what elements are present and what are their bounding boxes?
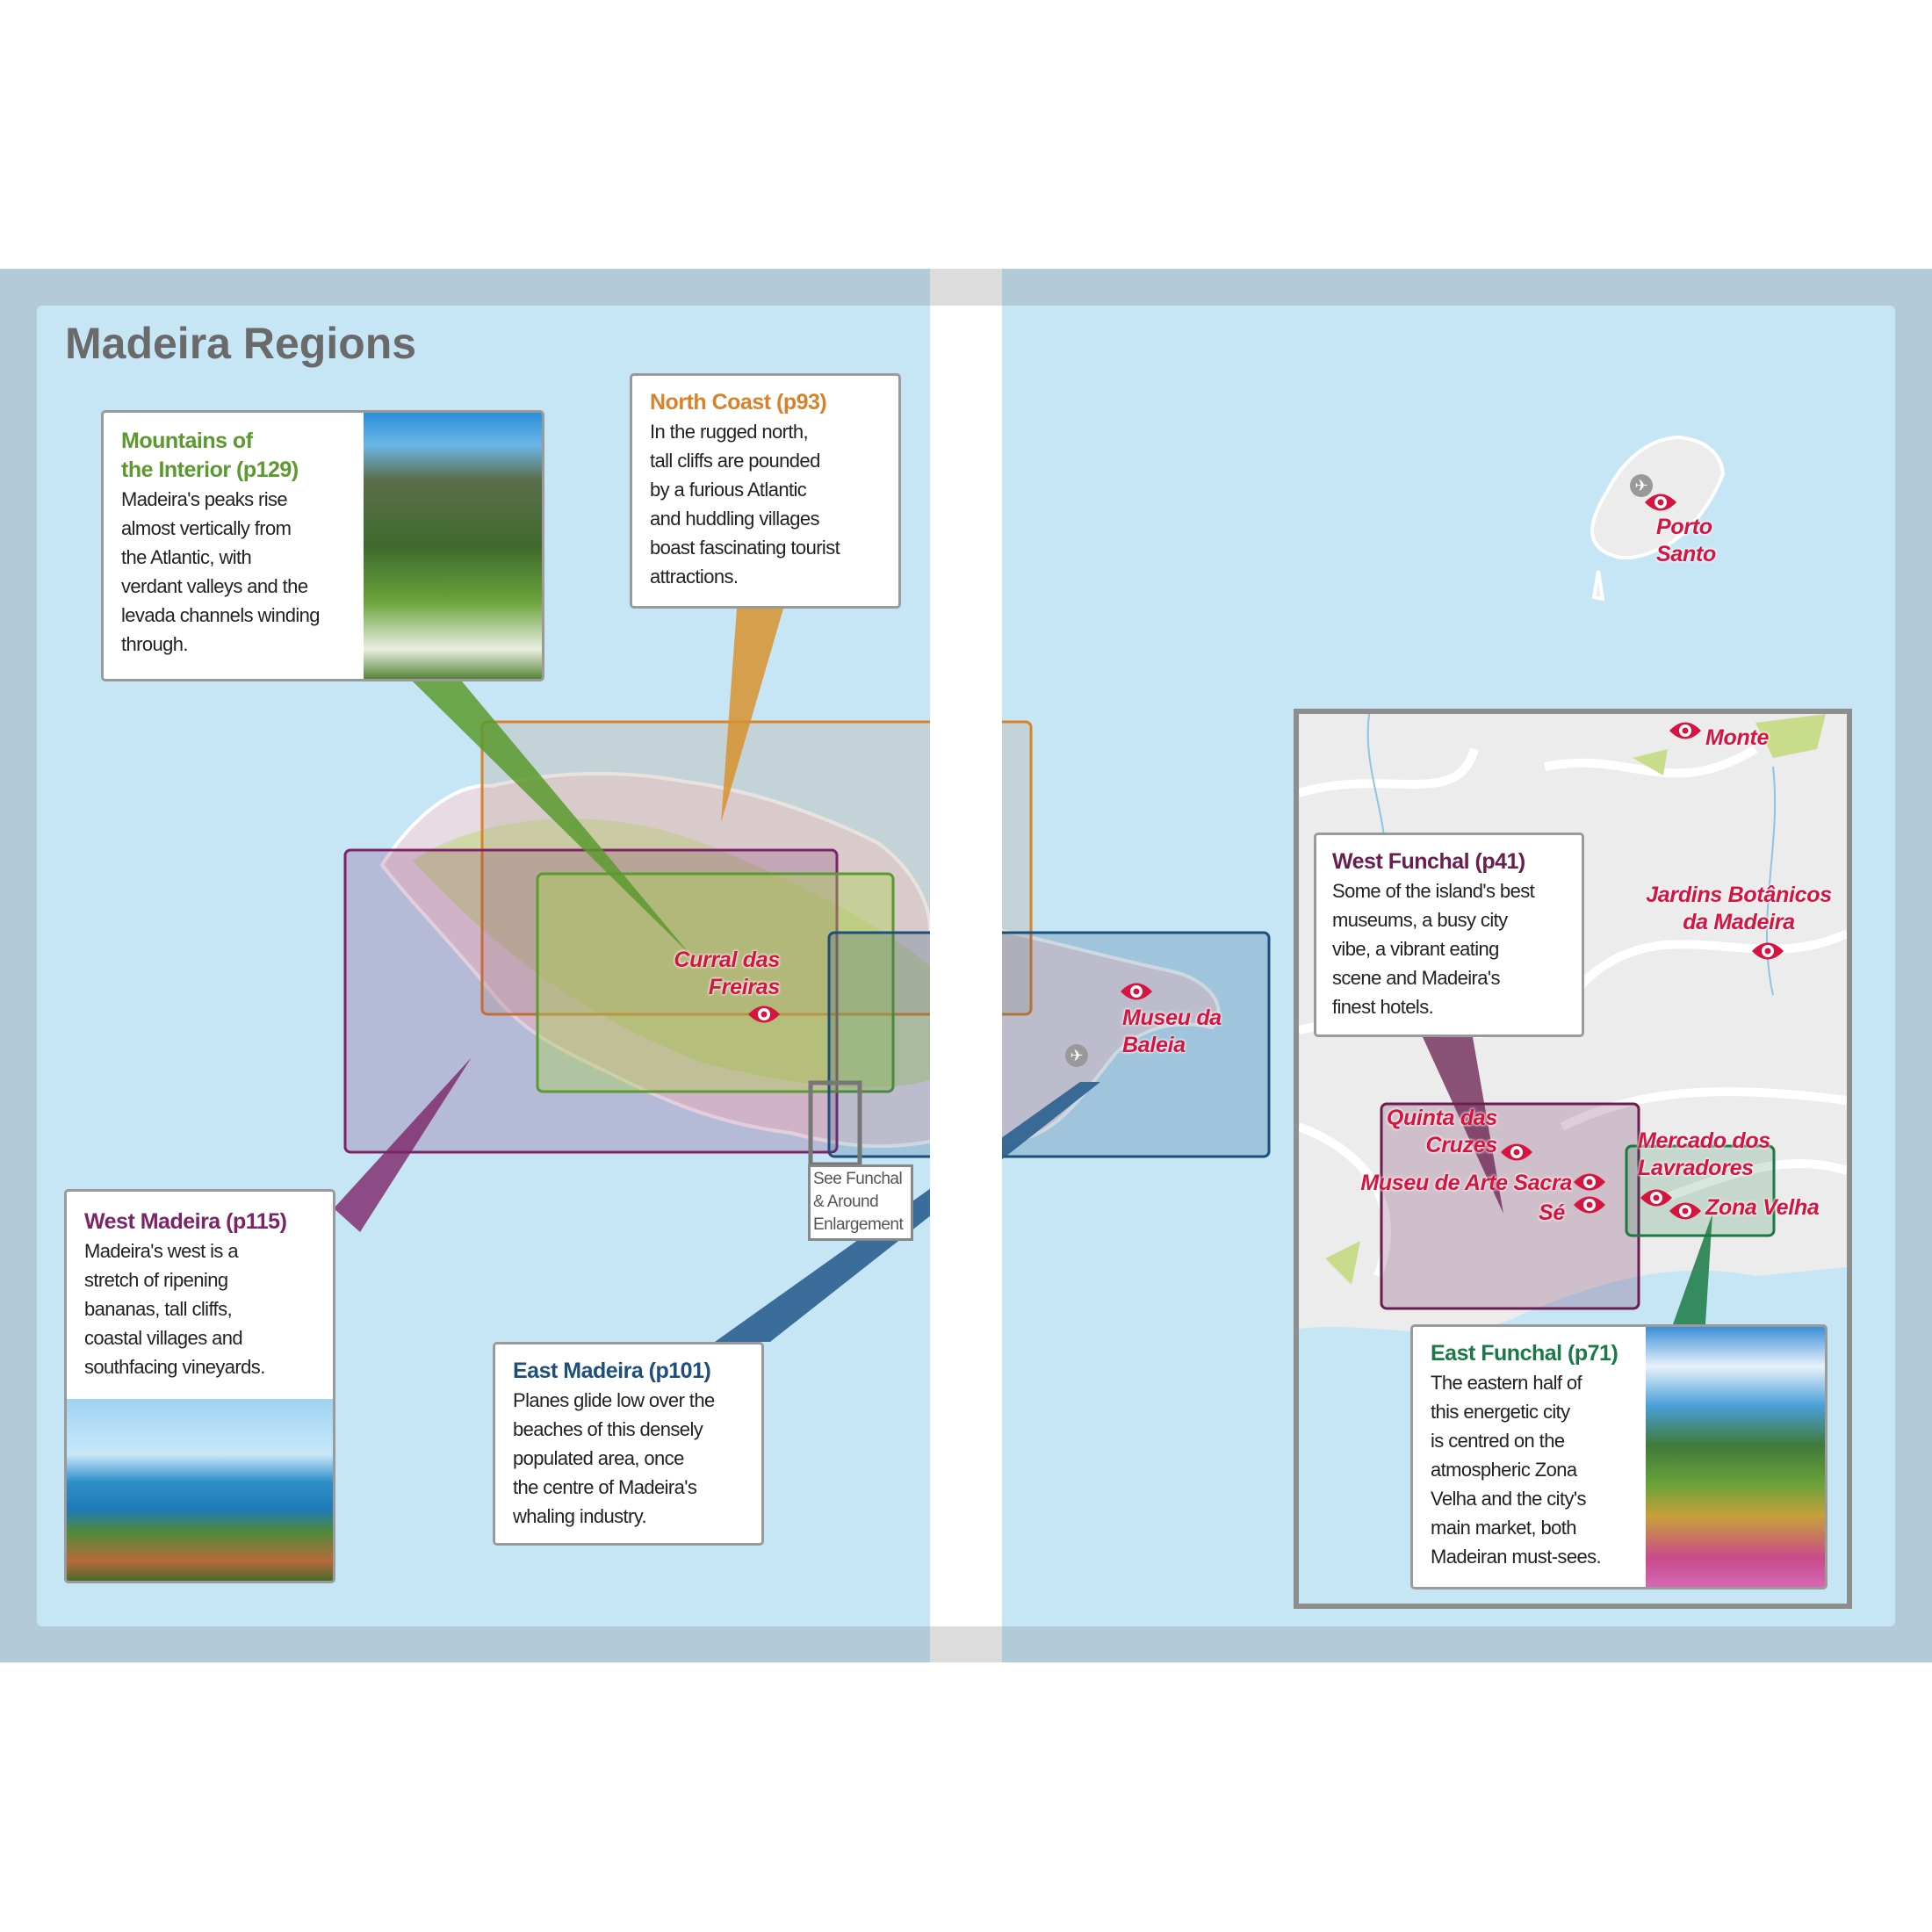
east-madeira-heading: East Madeira (p101) xyxy=(513,1359,711,1383)
sight-eye-icon[interactable] xyxy=(1119,980,1154,1003)
porto-santo-island xyxy=(1590,435,1726,602)
sight-eye-icon[interactable] xyxy=(1499,1141,1534,1164)
sight-eye-icon[interactable] xyxy=(1668,719,1703,742)
east-madeira-callout: East Madeira (p101) Planes glide low ove… xyxy=(493,1342,764,1546)
mountains-pointer xyxy=(413,681,690,955)
island-terrain xyxy=(413,818,930,1088)
sight-eye-icon[interactable] xyxy=(1750,940,1785,962)
west-madeira-photo xyxy=(67,1399,333,1581)
sight-eye-icon[interactable] xyxy=(1639,1186,1674,1209)
sight-eye-icon[interactable] xyxy=(1643,491,1678,514)
mountains-region[interactable] xyxy=(536,872,895,1093)
west-madeira-pointer xyxy=(334,1057,472,1232)
monte-label[interactable]: Monte xyxy=(1705,725,1770,750)
page-gutter xyxy=(930,269,1002,1662)
west-madeira-callout: West Madeira (p115) Madeira's west is a … xyxy=(64,1189,335,1583)
east-funchal-callout: East Funchal (p71) The eastern half of t… xyxy=(1410,1324,1827,1590)
west-madeira-heading: West Madeira (p115) xyxy=(84,1209,287,1234)
east-funchal-pointer xyxy=(1673,1214,1712,1324)
zona-velha-label[interactable]: Zona Velha xyxy=(1705,1195,1820,1220)
north-coast-pointer xyxy=(721,609,783,823)
airport-icon: ✈ xyxy=(1630,474,1653,497)
roads xyxy=(1299,745,1847,1278)
museu-arte-sacra-label[interactable]: Museu de Arte Sacra xyxy=(1360,1171,1572,1195)
airport-icon: ✈ xyxy=(1065,1044,1088,1067)
east-funchal-region[interactable] xyxy=(1625,1144,1776,1237)
west-funchal-pointer xyxy=(1423,1037,1503,1214)
se-label[interactable]: Sé xyxy=(1539,1200,1565,1225)
page-title: Madeira Regions xyxy=(65,319,417,368)
see-funchal-note: See Funchal & Around Enlargement xyxy=(808,1164,913,1241)
west-funchal-callout: West Funchal (p41) Some of the island's … xyxy=(1314,833,1584,1037)
sight-eye-icon[interactable] xyxy=(1572,1171,1607,1193)
sight-eye-icon[interactable] xyxy=(1668,1200,1703,1222)
east-funchal-heading: East Funchal (p71) xyxy=(1431,1341,1618,1366)
north-coast-heading: North Coast (p93) xyxy=(650,390,827,415)
north-coast-callout: North Coast (p93) In the rugged north, t… xyxy=(630,373,901,609)
east-funchal-photo xyxy=(1646,1327,1825,1587)
sight-eye-icon[interactable] xyxy=(746,1003,782,1026)
mountains-photo xyxy=(364,413,542,679)
west-funchal-region[interactable] xyxy=(1380,1102,1640,1310)
west-funchal-heading: West Funchal (p41) xyxy=(1332,849,1525,874)
sight-eye-icon[interactable] xyxy=(1572,1193,1607,1216)
